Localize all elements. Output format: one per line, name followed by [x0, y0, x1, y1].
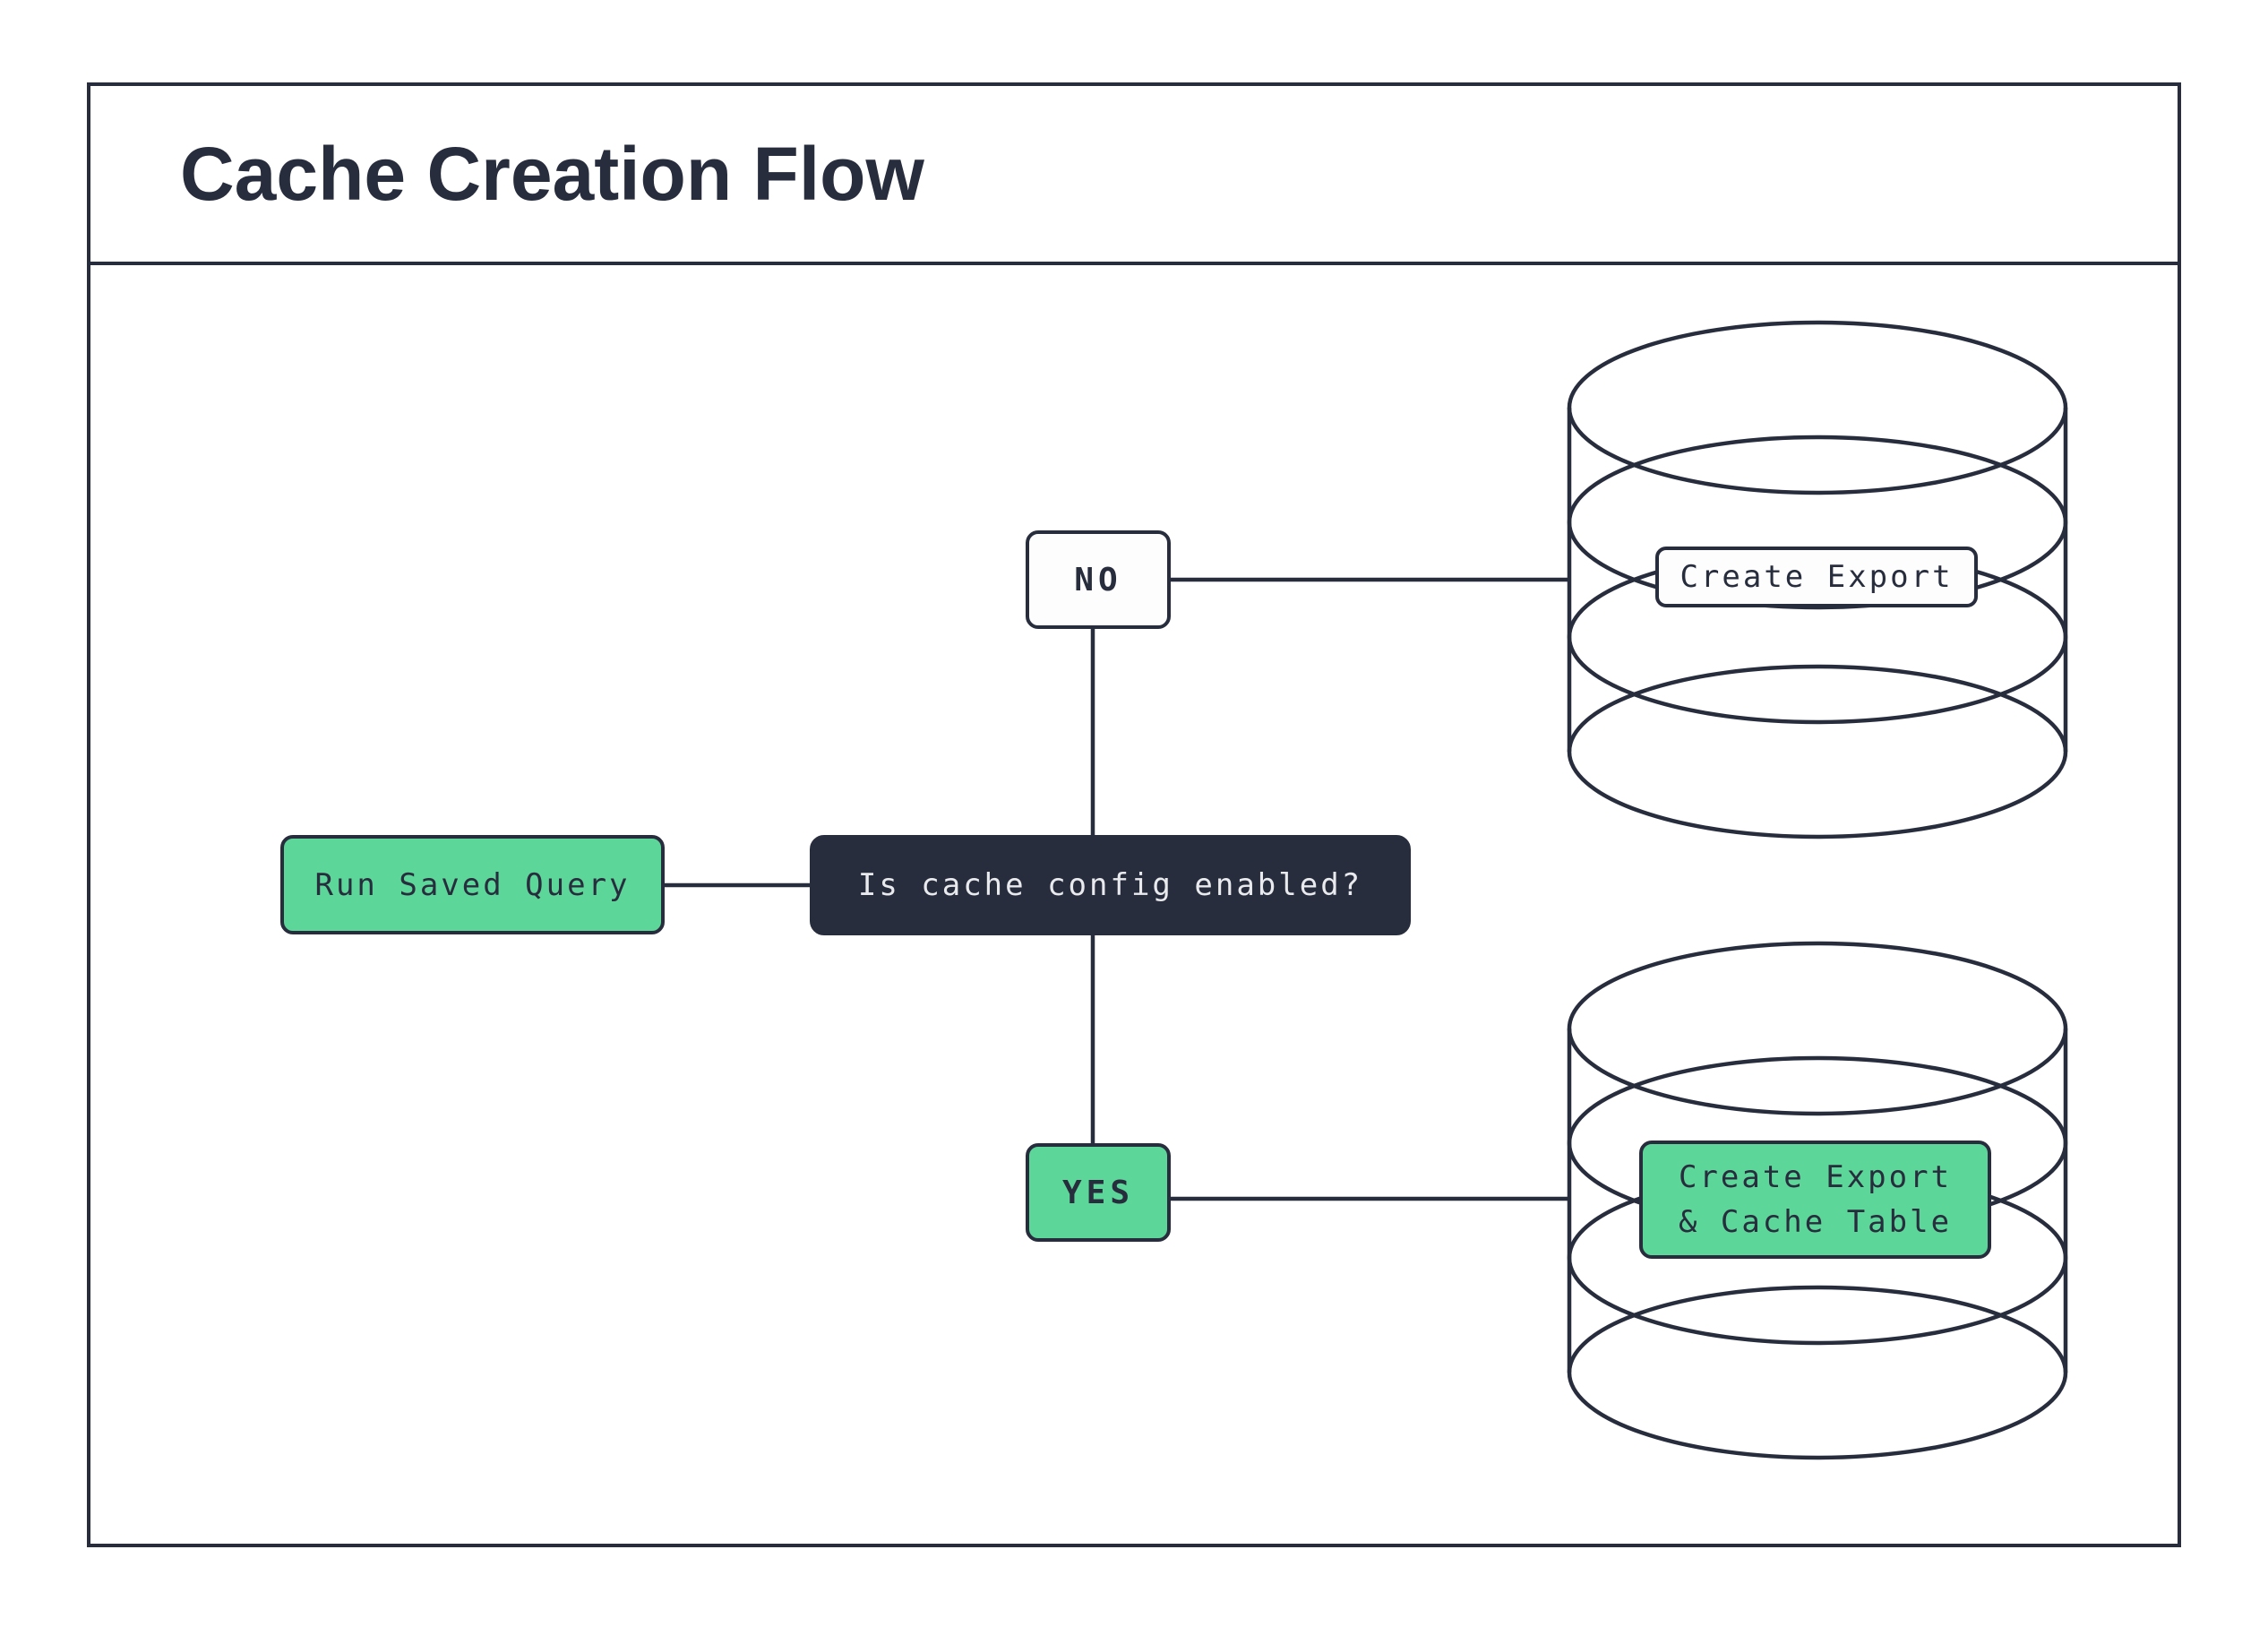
flow-node-decision-cache-config: Is cache config enabled?: [810, 835, 1411, 935]
database-label-line-1: Create Export: [1678, 1159, 1953, 1195]
title-bar: Cache Creation Flow: [90, 86, 2178, 265]
database-label-line-2: & Cache Table: [1678, 1204, 1953, 1240]
flow-node-branch-yes: YES: [1026, 1143, 1171, 1242]
database-label-create-export: Create Export: [1655, 547, 1978, 607]
flow-node-run-saved-query-label: Run Saved Query: [314, 866, 631, 903]
database-cylinder-top: [1567, 320, 2068, 839]
flow-node-branch-no-label: NO: [1074, 561, 1122, 598]
page-title: Cache Creation Flow: [180, 131, 924, 216]
database-label-create-export-cache-table: Create Export & Cache Table: [1639, 1141, 1991, 1259]
flow-node-run-saved-query: Run Saved Query: [280, 835, 665, 934]
flow-node-branch-yes-label: YES: [1061, 1174, 1135, 1211]
database-label-create-export-text: Create Export: [1680, 559, 1954, 595]
flow-node-branch-no: NO: [1026, 530, 1171, 629]
diagram-frame: Cache Creation Flow: [87, 82, 2181, 1547]
flow-node-decision-label: Is cache config enabled?: [857, 867, 1363, 903]
